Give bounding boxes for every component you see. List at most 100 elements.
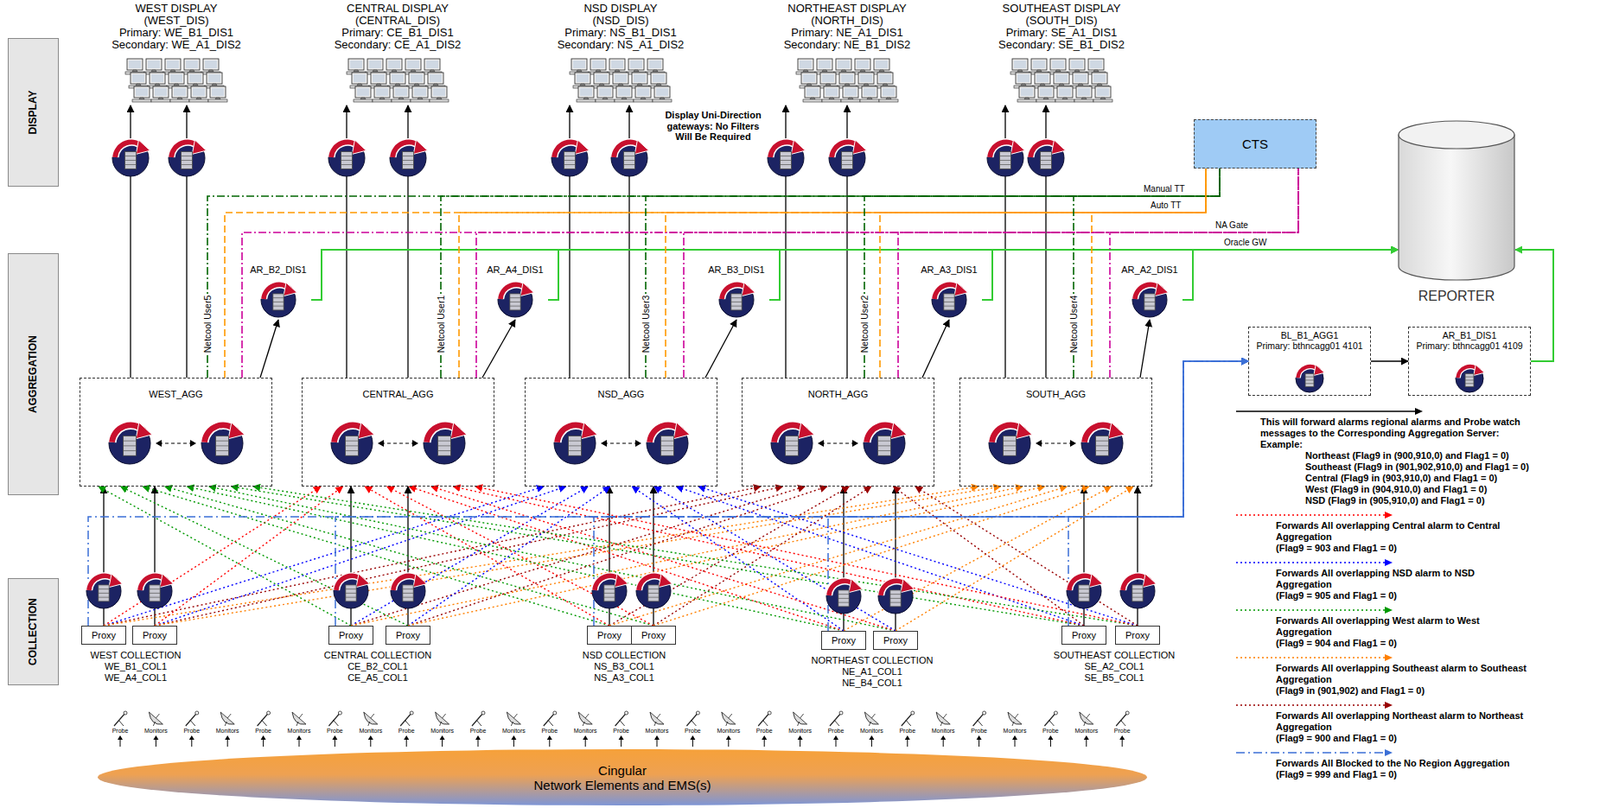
drawing-part: [450, 422, 467, 440]
drawing-part: [367, 58, 383, 71]
connector: [654, 486, 896, 632]
drawing-part: [1014, 713, 1019, 719]
drawing-part: [98, 585, 109, 602]
gateway-icon: [108, 422, 153, 465]
device-label: Monitors: [573, 727, 599, 735]
drawing-part: [741, 282, 756, 297]
drawing-part: [1053, 72, 1070, 84]
connector: [548, 249, 1398, 300]
drawing-part: [624, 711, 629, 715]
drawing-part: [1465, 373, 1474, 387]
node-text: NSD DISPLAY: [583, 2, 657, 15]
collection-label: CE_B2_COL1: [346, 661, 409, 673]
database-cylinder: [1397, 120, 1516, 283]
node-text: Proxy: [395, 630, 421, 642]
drawing-part: [838, 598, 849, 600]
device-label: Probe: [969, 727, 989, 735]
drawing-part: [398, 97, 404, 100]
computer-icon: [407, 72, 427, 89]
legend-entry: Forwards All overlapping Central alarm t…: [1234, 509, 1594, 555]
drawing-part: [1095, 86, 1111, 98]
connector: [242, 168, 1299, 378]
drawing-part: [936, 712, 950, 725]
drawing-part: [1085, 739, 1087, 747]
drawing-part: [273, 293, 284, 311]
drawing-part: [1014, 739, 1016, 747]
drawing-part: [943, 713, 947, 719]
drawing-part: [612, 72, 629, 84]
drawing-part: [822, 99, 842, 102]
device-label: Probe: [683, 727, 702, 735]
drawing-part: [1076, 86, 1092, 98]
feed-arrow: [618, 735, 625, 747]
legend-note: Central (Flag9 in (903,910,0) and Flag1 …: [1305, 472, 1594, 485]
drawing-part: [292, 712, 306, 725]
computer-icon: [799, 72, 819, 89]
drawing-part: [1012, 735, 1018, 740]
drawing-part: [623, 164, 635, 166]
drawing-part: [1051, 140, 1065, 154]
drawing-part: [1020, 83, 1027, 86]
node-text: CENTRAL DISPLAY: [346, 2, 449, 15]
drawing-part: [658, 573, 673, 588]
drawing-part: [345, 597, 357, 599]
computer-icon: [125, 58, 145, 75]
drawing-part: [1051, 60, 1065, 69]
reporter-database: REPORTER: [1397, 120, 1516, 306]
drawing-part: [999, 155, 1011, 157]
drawing-part: [1108, 422, 1125, 440]
drawing-part: [1398, 134, 1515, 281]
drawing-part: [413, 140, 428, 154]
device-label: Probe: [325, 727, 345, 735]
drawing-part: [376, 88, 389, 96]
drawing-part: [886, 97, 892, 100]
drawing-part: [173, 88, 186, 96]
drawing-part: [332, 720, 338, 727]
drawing-part: [155, 739, 157, 747]
failover-arrow: [817, 439, 859, 447]
drawing-part: [351, 72, 368, 84]
drawing-part: [345, 435, 359, 456]
connector: [843, 486, 1111, 632]
drawing-part: [873, 58, 890, 71]
node-text: AR_B3_DIS1: [707, 264, 765, 276]
computer-icon: [1086, 58, 1106, 75]
drawing-part: [1074, 74, 1087, 83]
computer-icon: [1090, 72, 1110, 89]
feed-arrow: [833, 735, 839, 747]
computer-icon: [588, 58, 608, 75]
drawing-part: [1091, 72, 1108, 84]
connector: [892, 486, 1084, 626]
computer-icon: [822, 86, 842, 102]
drawing-part: [350, 60, 363, 69]
drawing-part: [875, 60, 888, 69]
device-label: Probe: [540, 727, 559, 735]
drawing-part: [147, 60, 160, 69]
connector: [705, 319, 737, 378]
drawing-part: [973, 713, 985, 727]
drawing-part: [166, 60, 179, 69]
drawing-part: [1100, 97, 1106, 100]
drawing-part: [424, 58, 440, 71]
drawing-part: [149, 585, 160, 602]
legend-note: West (Flag9 in (904,910,0) and Flag1 = 0…: [1305, 484, 1594, 496]
drawing-part: [476, 720, 482, 727]
drawing-part: [841, 99, 861, 102]
feed-arrow: [331, 735, 338, 747]
connector: [335, 361, 1249, 626]
computer-icon: [163, 58, 183, 75]
drawing-part: [360, 97, 366, 100]
drawing-part: [368, 735, 374, 740]
computer-icon: [630, 72, 650, 89]
computer-icon: [576, 86, 596, 102]
connector: [698, 486, 1138, 626]
drawing-part: [573, 60, 586, 69]
node-text: Secondary: WE_A1_DIS2: [111, 38, 242, 51]
computer-icon: [875, 72, 895, 89]
drawing-part: [593, 72, 610, 84]
drawing-part: [510, 735, 517, 740]
node-text: CTS: [1242, 136, 1269, 152]
drawing-part: [509, 301, 521, 303]
drawing-part: [1044, 713, 1056, 727]
drawing-part: [1015, 422, 1033, 440]
